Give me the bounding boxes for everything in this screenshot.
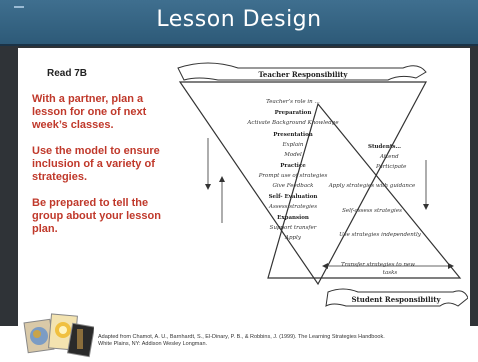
title-bar: Lesson Design	[0, 0, 478, 46]
teacher-banner: Teacher Responsibility	[177, 62, 427, 81]
teacher-role-item: Expansion	[277, 215, 309, 221]
citation-line-1: Adapted from Chamot, A. U., Barnhardt, S…	[98, 334, 385, 340]
instructions-column: Read 7B With a partner, plan a lesson fo…	[32, 68, 162, 249]
teacher-triangle	[178, 81, 428, 286]
responsibility-diagram: Teacher Responsibility Teacher’s role in…	[177, 62, 468, 307]
student-role-item: Transfer strategies to new	[341, 262, 415, 268]
teacher-role-item: Apply	[284, 235, 302, 241]
citation: Adapted from Chamot, A. U., Barnhardt, S…	[98, 334, 476, 348]
student-banner-label: Student Responsibility	[351, 295, 441, 304]
student-role-item: tasks	[383, 270, 398, 276]
student-role-item: Attend	[379, 154, 399, 160]
student-banner: Student Responsibility	[325, 288, 468, 307]
student-role-item: Apply strategies with guidance	[328, 183, 416, 189]
teacher-role-item: Explain	[282, 142, 304, 148]
transfer-arrow	[322, 263, 454, 269]
student-role-item: Participate	[375, 164, 407, 170]
teacher-role-item: Give Feedback	[272, 183, 314, 189]
accent-strip	[14, 6, 24, 8]
teacher-banner-label: Teacher Responsibility	[259, 70, 349, 79]
teacher-role-item: Self- Evaluation	[269, 194, 318, 200]
student-role-item: Students…	[368, 144, 401, 150]
content-panel: Read 7B With a partner, plan a lesson fo…	[18, 48, 470, 328]
teacher-role-item: Teacher’s role in …	[266, 99, 320, 105]
teacher-role-item: Assess strategies	[268, 204, 317, 210]
student-role-item: Self-assess strategies	[342, 208, 402, 214]
instruction-paragraph-2: Use the model to ensure inclusion of a v…	[32, 145, 160, 183]
up-arrow-head	[219, 176, 225, 182]
teacher-role-item: Presentation	[273, 132, 313, 138]
teacher-role-item: Practice	[280, 163, 306, 169]
instruction-paragraph-3: Be prepared to tell the group about your…	[32, 197, 161, 235]
science-photo	[66, 322, 94, 358]
teacher-roles: Teacher’s role in … Preparation Activate…	[246, 99, 339, 241]
citation-line-2: White Plains, NY: Addison Wesley Longman…	[98, 341, 208, 347]
student-triangle	[267, 102, 462, 279]
down-arrow-head	[205, 184, 211, 190]
slide-title: Lesson Design	[156, 7, 322, 32]
instruction-paragraph-1: With a partner, plan a lesson for one of…	[32, 93, 147, 131]
right-arrow-head	[423, 204, 429, 210]
student-role-item: Use strategies independently	[339, 232, 422, 238]
photo-collage	[23, 313, 94, 358]
teacher-role-item: Support transfer	[270, 225, 317, 231]
teacher-role-item: Activate Background Knowledge	[246, 120, 339, 126]
teacher-role-item: Preparation	[275, 110, 312, 116]
reading-assignment: Read 7B	[47, 68, 88, 79]
teacher-role-item: Prompt use of strategies	[258, 173, 328, 179]
teacher-role-item: Model	[283, 152, 302, 158]
student-roles: Students… Attend Participate Apply strat…	[328, 144, 422, 276]
